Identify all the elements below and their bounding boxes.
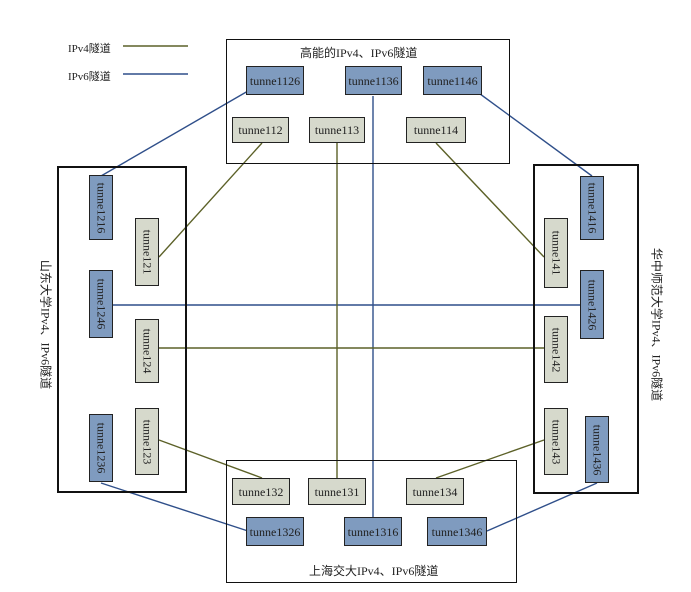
node-tunnel-1146: tunne1146	[423, 66, 482, 95]
node-tunnel-132: tunne132	[232, 478, 290, 505]
edge-ipv4-114-141	[435, 142, 545, 258]
node-label: tunne131	[314, 484, 360, 499]
node-label: tunne113	[314, 123, 360, 137]
group-title-left: 山东大学IPv4、IPv6隧道	[38, 259, 53, 390]
node-label: tunne141	[549, 230, 564, 276]
node-label: tunne114	[413, 123, 459, 137]
node-tunnel-141: tunne141	[544, 218, 568, 288]
legend-ipv4-label: IPv4隧道	[68, 43, 111, 55]
node-tunnel-131: tunne131	[308, 478, 366, 505]
node-tunnel-113: tunne113	[309, 117, 365, 143]
group-box-right	[533, 164, 639, 494]
node-label: tunne1126	[249, 73, 301, 88]
node-tunnel-1216: tunne1216	[89, 175, 113, 240]
node-tunnel-1246: tunne1246	[89, 270, 113, 338]
edge-ipv6-1126-1216	[100, 90, 249, 177]
node-label: tunne1426	[585, 279, 600, 330]
node-label: tunne123	[140, 419, 155, 464]
node-tunnel-1316: tunne1316	[344, 517, 402, 546]
node-label: tunne1416	[585, 182, 600, 234]
node-label: tunne134	[412, 484, 458, 499]
node-label: tunne142	[549, 327, 564, 372]
group-box-bottom	[226, 460, 517, 583]
node-label: tunne1246	[94, 278, 109, 330]
legend-ipv6-label: IPv6隧道	[68, 71, 111, 83]
node-label: tunne121	[140, 229, 155, 275]
node-tunnel-1326: tunne1326	[246, 517, 304, 546]
node-tunnel-1416: tunne1416	[580, 176, 604, 240]
node-tunnel-1126: tunne1126	[246, 66, 304, 95]
node-label: tunne1146	[427, 73, 478, 88]
node-tunnel-1136: tunne1136	[345, 66, 402, 95]
node-label: tunne1236	[94, 422, 109, 474]
node-label: tunne132	[238, 484, 284, 499]
node-label: tunne1216	[94, 182, 109, 233]
node-tunnel-123: tunne123	[135, 408, 159, 475]
node-tunnel-1346: tunne1346	[427, 517, 487, 546]
node-tunnel-1236: tunne1236	[89, 414, 113, 482]
node-label: tunne143	[549, 419, 564, 464]
group-box-top	[226, 39, 510, 164]
edge-ipv4-112-121	[158, 142, 263, 258]
node-tunnel-1436: tunne1436	[585, 416, 609, 483]
node-tunnel-142: tunne142	[544, 316, 568, 383]
node-label: tunne1136	[348, 73, 399, 88]
node-label: tunne1436	[590, 424, 605, 475]
node-tunnel-1426: tunne1426	[580, 270, 604, 339]
node-label: tunne1346	[431, 524, 483, 539]
group-title-right: 华中师范大学IPv4、IPv6隧道	[649, 247, 664, 402]
node-tunnel-121: tunne121	[135, 218, 159, 286]
edge-ipv6-1146-1416	[475, 90, 593, 177]
group-title-top: 高能的IPv4、IPv6隧道	[300, 46, 418, 60]
node-label: tunne1326	[249, 524, 301, 539]
node-label: tunne1316	[347, 524, 399, 539]
node-tunnel-134: tunne134	[406, 478, 464, 505]
node-tunnel-114: tunne114	[406, 117, 466, 143]
node-label: tunne124	[140, 328, 155, 374]
edge-ipv4-123-132	[158, 439, 263, 479]
node-label: tunne112	[238, 123, 283, 137]
group-box-left	[57, 166, 187, 493]
node-tunnel-143: tunne143	[544, 408, 568, 475]
edge-ipv6-1346-1436	[486, 482, 598, 532]
node-tunnel-112: tunne112	[232, 117, 289, 143]
edge-ipv4-134-143	[435, 439, 545, 479]
node-tunnel-124: tunne124	[135, 319, 159, 383]
group-title-bottom: 上海交大IPv4、IPv6隧道	[309, 564, 439, 578]
